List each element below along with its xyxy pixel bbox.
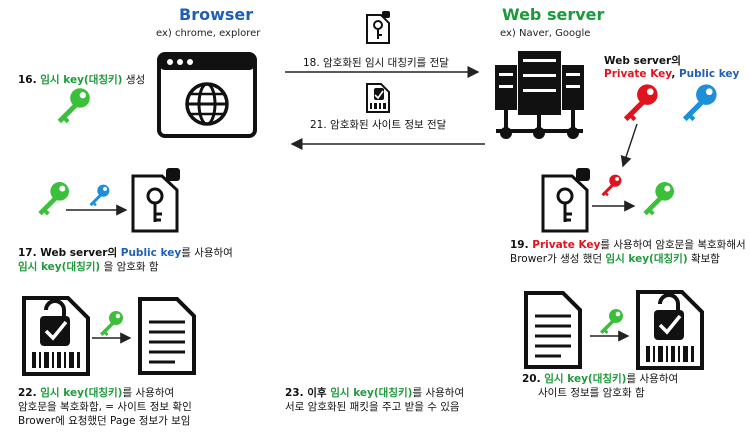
browser-title: Browser [179, 5, 254, 24]
symmetric-key-icon [638, 178, 678, 218]
plain-document-icon [524, 291, 582, 369]
step-22-line2: 암호문을 복호화함, = 사이트 정보 확인 [18, 401, 192, 413]
private-key-small-icon [598, 172, 624, 198]
step-20-line2: 사이트 정보를 암호화 함 [538, 387, 645, 399]
private-key-icon [618, 80, 662, 124]
encrypted-key-document-icon [131, 168, 180, 233]
private-key-arrow [620, 123, 638, 168]
encrypted-document-icon [636, 290, 704, 370]
arrow-21-label: 21. 암호화된 사이트 정보 전달 [310, 119, 447, 131]
server-keys-line2: Private Key, Public key [604, 68, 740, 80]
public-key-icon [677, 80, 721, 124]
browser-subtitle: ex) chrome, explorer [156, 28, 261, 39]
step-19-arrow [592, 200, 636, 212]
encrypted-site-document-icon [366, 83, 390, 113]
step-19-line1: 19. Private Key를 사용하여 암호문을 복호화해서 [510, 239, 746, 251]
step-20-line1: 20. 임시 key(대칭키)를 사용하여 [522, 373, 679, 385]
browser-window-icon [157, 52, 257, 138]
step-23-line1: 23. 이후 임시 key(대칭키)를 사용하여 [285, 387, 465, 399]
step-23-line2: 서로 암호화된 패킷을 주고 받을 수 있음 [285, 401, 460, 413]
step-20-arrow [590, 330, 630, 342]
server-keys-line1: Web server의 [604, 55, 681, 67]
transfer-arrows [285, 66, 485, 150]
step-16-text: 16. 임시 key(대칭키) 생성 [18, 74, 146, 86]
step-22-line1: 22. 임시 key(대칭키)를 사용하여 [18, 387, 175, 399]
arrow-18-label: 18. 암호화된 임시 대칭키를 전달 [303, 57, 449, 69]
step-17-line1: 17. Web server의 Public key를 사용하여 [18, 247, 233, 259]
server-title: Web server [502, 5, 605, 24]
step-17-line2: 임시 key(대칭키) 을 암호화 함 [18, 261, 159, 273]
encrypted-document-icon [22, 296, 90, 376]
server-icon [495, 51, 584, 139]
step-22-arrow [92, 332, 132, 344]
encrypted-key-document-icon [541, 168, 590, 233]
step-19-line2: Brower가 생성 했던 임시 key(대칭키) 확보함 [510, 253, 720, 265]
step-17-arrow [66, 204, 128, 216]
symmetric-key-icon [52, 84, 94, 126]
server-subtitle: ex) Naver, Google [500, 28, 591, 39]
plain-document-icon [138, 297, 196, 375]
step-22-line3: Brower에 요청했던 Page 정보가 보임 [18, 415, 191, 427]
encrypted-key-document-icon [366, 11, 390, 44]
